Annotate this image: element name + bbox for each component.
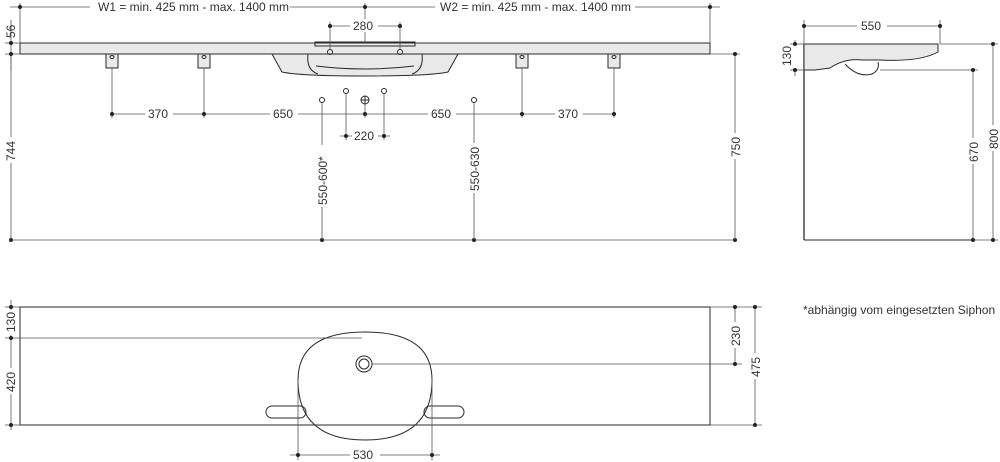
- front-bracket-4: [607, 53, 621, 69]
- top-countertop: [19, 306, 711, 426]
- label-side-670: 670: [967, 142, 981, 162]
- fixing-hole-right: [471, 97, 477, 103]
- label-top-475: 475: [749, 357, 763, 377]
- footnote: *abhängig vom eingesetzten Siphon: [803, 303, 995, 317]
- label-550-600: 550-600*: [316, 156, 330, 205]
- label-side-800: 800: [987, 129, 1000, 149]
- top-basin: [297, 331, 433, 441]
- label-side-550: 550: [861, 19, 881, 33]
- top-drain: [355, 355, 373, 373]
- front-view: W1 = min. 425 mm - max. 1400 mm W2 = min…: [3, 0, 743, 242]
- label-56: 56: [4, 24, 18, 38]
- label-w1: W1 = min. 425 mm - max. 1400 mm: [98, 0, 289, 14]
- label-650-left: 650: [273, 107, 293, 121]
- label-750: 750: [729, 137, 743, 157]
- front-bracket-3: [515, 53, 529, 69]
- label-744: 744: [4, 141, 18, 161]
- front-countertop: [19, 42, 711, 55]
- label-650-right: 650: [431, 107, 451, 121]
- fixing-hole-mid-left: [343, 88, 349, 94]
- top-view: 130 420 230 475 530: [3, 300, 763, 462]
- side-view: 550 130 670 800: [780, 19, 1000, 242]
- label-w2: W2 = min. 425 mm - max. 1400 mm: [440, 0, 631, 14]
- label-280: 280: [353, 19, 373, 33]
- front-bracket-2: [197, 53, 211, 69]
- label-top-130: 130: [4, 312, 18, 332]
- fixing-hole-left: [319, 97, 325, 103]
- label-370-right: 370: [558, 107, 578, 121]
- front-basin: [271, 53, 459, 77]
- side-countertop: [803, 43, 939, 71]
- label-side-130: 130: [780, 46, 794, 66]
- label-220: 220: [354, 129, 374, 143]
- front-bracket-1: [105, 53, 119, 69]
- label-top-530: 530: [353, 448, 373, 462]
- towel-slot-left: [265, 405, 307, 419]
- label-top-420: 420: [4, 372, 18, 392]
- towel-slot-right: [423, 405, 465, 419]
- fixing-hole-mid-right: [381, 88, 387, 94]
- label-top-230: 230: [729, 326, 743, 346]
- label-370-left: 370: [148, 107, 168, 121]
- label-550-630: 550-630: [468, 147, 482, 191]
